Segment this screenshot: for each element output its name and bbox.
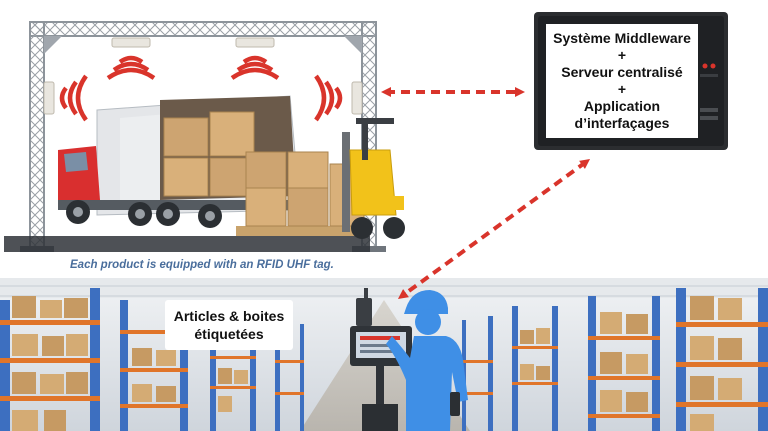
system-line-server: Serveur centralisé <box>561 64 682 81</box>
arrow-system-to-warehouse <box>402 162 586 296</box>
system-line-interfaces: d’interfaçages <box>575 115 670 132</box>
caption: Each product is equipped with an RFID UH… <box>70 259 334 271</box>
system-plus-2: + <box>618 81 626 98</box>
system-line-middleware: Système Middleware <box>553 30 691 47</box>
system-description: Système Middleware + Serveur centralisé … <box>546 24 698 138</box>
system-plus-1: + <box>618 47 626 64</box>
system-line-application: Application <box>584 98 660 115</box>
tagged-items-line-1: Articles & boites <box>174 307 284 325</box>
tagged-items-line-2: étiquetées <box>194 325 263 343</box>
tagged-items-label: Articles & boites étiquetées <box>165 300 293 350</box>
